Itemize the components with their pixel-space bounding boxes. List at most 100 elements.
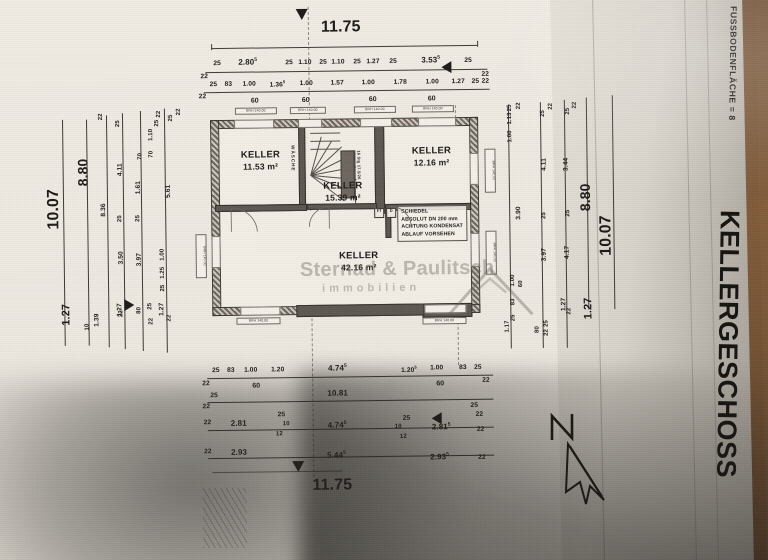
dim-left-inner: 8.80 — [74, 158, 91, 187]
dim-value: 25 — [564, 107, 571, 115]
dim-value: 8.36 — [100, 203, 108, 217]
dim-value: 3.90 — [515, 206, 523, 220]
dim-value: 22 — [515, 102, 522, 110]
room-area: 42.16 m² — [340, 261, 377, 273]
dimline-bottom-chain4 — [208, 454, 495, 460]
window-opening-south-2 — [424, 303, 467, 314]
dim-value: 22 — [202, 403, 211, 411]
door-swing-icon — [389, 205, 412, 228]
dim-value: 25 — [212, 367, 220, 375]
stair-riser-label: 16 Stg 17.5/26 — [356, 150, 362, 180]
dim-value: 1.00 — [159, 248, 166, 261]
dim-value: 5.61 — [164, 184, 172, 198]
wall-south-ledge — [296, 303, 425, 318]
stair-tread — [310, 140, 341, 142]
dimline-left-a — [86, 119, 90, 346]
dim-value: 1.27 — [60, 303, 73, 326]
dim-value: 1.10 — [331, 58, 345, 66]
dimline-bottom-overall — [212, 470, 343, 474]
room-name: KELLER — [339, 250, 379, 262]
dimline-bottom-chain1 — [207, 374, 494, 380]
window-tag-east-2: BRH 140.00 — [485, 230, 497, 275]
dim-value: 12 — [275, 431, 283, 438]
chimney-mark-ft: FT — [374, 207, 385, 219]
sheet-subtitle: FUSSBODENFLÄCHE = 8 — [727, 5, 739, 121]
dim-value: 1.39 — [93, 313, 101, 327]
room-name: KELLER — [323, 180, 363, 192]
dim-value: 22 — [543, 328, 550, 336]
dim-value: 1.00 — [244, 366, 258, 374]
dim-value: 25 — [160, 284, 167, 292]
dim-value: 22 — [571, 101, 578, 109]
lintel-label: 60 — [301, 96, 310, 104]
window-opening — [360, 117, 393, 128]
dim-value: 83 — [459, 363, 467, 372]
dim-value: 1.25 — [159, 266, 166, 279]
room-area: 12.16 m² — [413, 157, 450, 168]
dim-value: 25 — [117, 215, 124, 223]
dim-value: 22 — [475, 410, 484, 418]
stair-tread — [310, 132, 341, 134]
window-tag-south: BRH 140.00 — [236, 317, 281, 326]
dim-value: 4.11 — [116, 163, 124, 177]
dim-value: 1.27 — [158, 302, 166, 316]
dim-value: 1.00 — [242, 80, 256, 88]
axis-arrow-left — [124, 299, 135, 312]
lintel-label: 60 — [252, 382, 261, 390]
dim-value: 83 — [510, 298, 517, 306]
window-tag-south-2: BRH 140.00 — [422, 316, 467, 325]
dim-value: 2.805 — [238, 57, 258, 67]
dimline-top-overall — [211, 44, 478, 50]
dim-value: 1.205 — [401, 364, 417, 374]
dim-value: 3.50 — [117, 251, 125, 265]
dimline-bottom-chain2 — [207, 398, 494, 404]
dim-value: 25 — [353, 58, 361, 66]
dim-value: 4.745 — [327, 420, 347, 430]
dim-value: 3.535 — [421, 55, 441, 65]
dim-value: 83 — [224, 80, 233, 88]
door-swing-icon — [230, 207, 258, 232]
dim-value: 1.27 — [366, 58, 380, 66]
sheet-title: KELLERGESCHOSS — [711, 209, 745, 479]
window-opening-east — [469, 152, 479, 185]
lintel-label: 60 — [436, 380, 445, 388]
dim-value: 3.97 — [135, 252, 143, 267]
dim-value: 25 — [470, 401, 479, 409]
room-name: KELLER — [240, 149, 281, 161]
dim-value: 1.00 — [361, 79, 375, 87]
dim-value: 70 — [137, 152, 144, 160]
dim-value: 83 — [227, 366, 235, 374]
dim-value: 22 — [204, 448, 212, 456]
dim-overall-bottom: 11.75 — [312, 476, 353, 494]
wall-east — [469, 116, 481, 313]
dim-value: 1.00 — [430, 364, 444, 372]
dim-value: 5.445 — [327, 450, 346, 460]
room-area: 15.39 m² — [325, 192, 361, 203]
door-swing-icon — [308, 206, 330, 229]
dim-value: 25 — [285, 59, 293, 67]
dim-value: 22 — [203, 419, 212, 427]
dim-value: 1.20 — [271, 366, 285, 374]
dim-value: 25 — [474, 363, 482, 371]
dim-value: 1.17 — [504, 320, 511, 333]
lintel-label: 60 — [250, 97, 259, 105]
dim-value: 22 — [482, 376, 490, 384]
dimline-right-10-07 — [611, 95, 616, 310]
window-opening-east-2 — [470, 232, 480, 267]
room-name: KELLER — [411, 145, 452, 157]
dim-value: 25 — [135, 214, 142, 222]
dimline-top-chain2 — [203, 88, 490, 94]
dim-value: 1.00 — [507, 130, 514, 143]
dim-value: 1.57 — [330, 79, 344, 87]
dim-value: 22 — [476, 425, 485, 433]
dim-value: 1.27 — [582, 297, 595, 320]
dim-value: 22 — [481, 77, 490, 85]
dim-value: 1.00 — [509, 274, 517, 287]
chimney-note-line-4: ABLAUF VORSEHEN — [401, 230, 455, 238]
window-opening — [418, 117, 457, 127]
window-tag-west: BRH 140.00 — [195, 234, 207, 279]
stair-tread — [310, 148, 339, 150]
dim-value: 10.81 — [327, 388, 348, 398]
dim-value: 1.10 — [298, 58, 312, 67]
